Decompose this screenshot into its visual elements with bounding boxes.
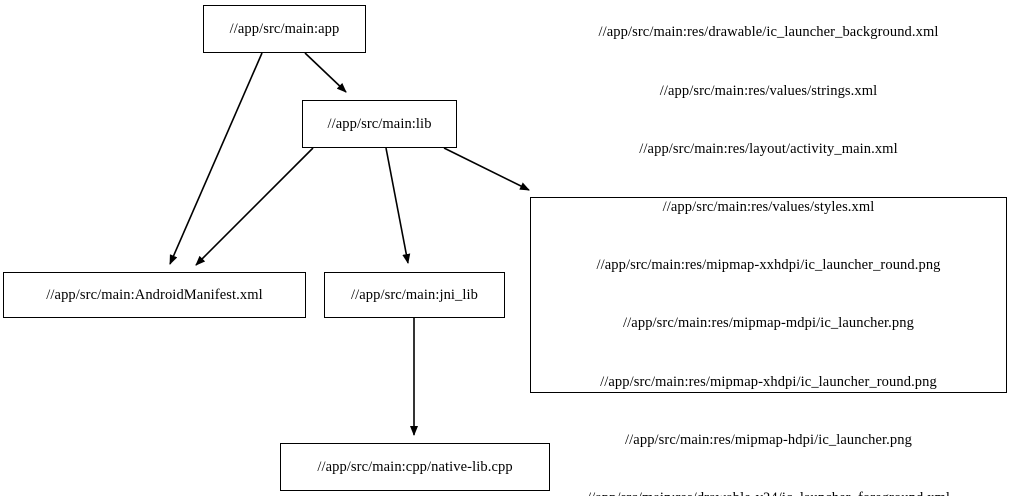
resource-line: //app/src/main:res/values/strings.xml	[659, 82, 878, 99]
resource-line: //app/src/main:res/mipmap-xxhdpi/ic_laun…	[596, 257, 941, 274]
node-native-lib-cpp-label: //app/src/main:cpp/native-lib.cpp	[317, 458, 513, 475]
node-jni-lib-label: //app/src/main:jni_lib	[350, 286, 479, 303]
node-lib[interactable]: //app/src/main:lib	[302, 100, 457, 148]
edge-lib-to-jni-lib	[385, 147, 411, 264]
node-jni-lib[interactable]: //app/src/main:jni_lib	[324, 272, 505, 318]
node-resources-group-lines: //app/src/main:res/drawable/ic_launcher_…	[531, 0, 1006, 496]
node-lib-label: //app/src/main:lib	[327, 115, 432, 132]
resource-line: //app/src/main:res/layout/activity_main.…	[639, 140, 898, 157]
resource-line: //app/src/main:res/mipmap-mdpi/ic_launch…	[623, 315, 914, 332]
resource-line: //app/src/main:res/mipmap-hdpi/ic_launch…	[625, 431, 912, 448]
node-android-manifest-label: //app/src/main:AndroidManifest.xml	[46, 286, 263, 303]
resource-line: //app/src/main:res/drawable-v24/ic_launc…	[531, 489, 1006, 496]
node-app[interactable]: //app/src/main:app	[203, 5, 366, 53]
node-app-label: //app/src/main:app	[229, 20, 340, 37]
edge-app-to-lib	[304, 52, 347, 93]
node-resources-group[interactable]: //app/src/main:res/drawable/ic_launcher_…	[530, 24, 1007, 496]
edge-app-to-manifest	[169, 52, 263, 265]
resource-line: //app/src/main:res/mipmap-xhdpi/ic_launc…	[600, 373, 937, 390]
edge-lib-to-resources	[443, 147, 530, 191]
edge-lib-to-manifest	[195, 147, 314, 266]
node-android-manifest[interactable]: //app/src/main:AndroidManifest.xml	[3, 272, 306, 318]
node-native-lib-cpp[interactable]: //app/src/main:cpp/native-lib.cpp	[280, 443, 550, 491]
resource-line: //app/src/main:res/values/styles.xml	[662, 198, 875, 215]
resource-line: //app/src/main:res/drawable/ic_launcher_…	[598, 24, 939, 41]
